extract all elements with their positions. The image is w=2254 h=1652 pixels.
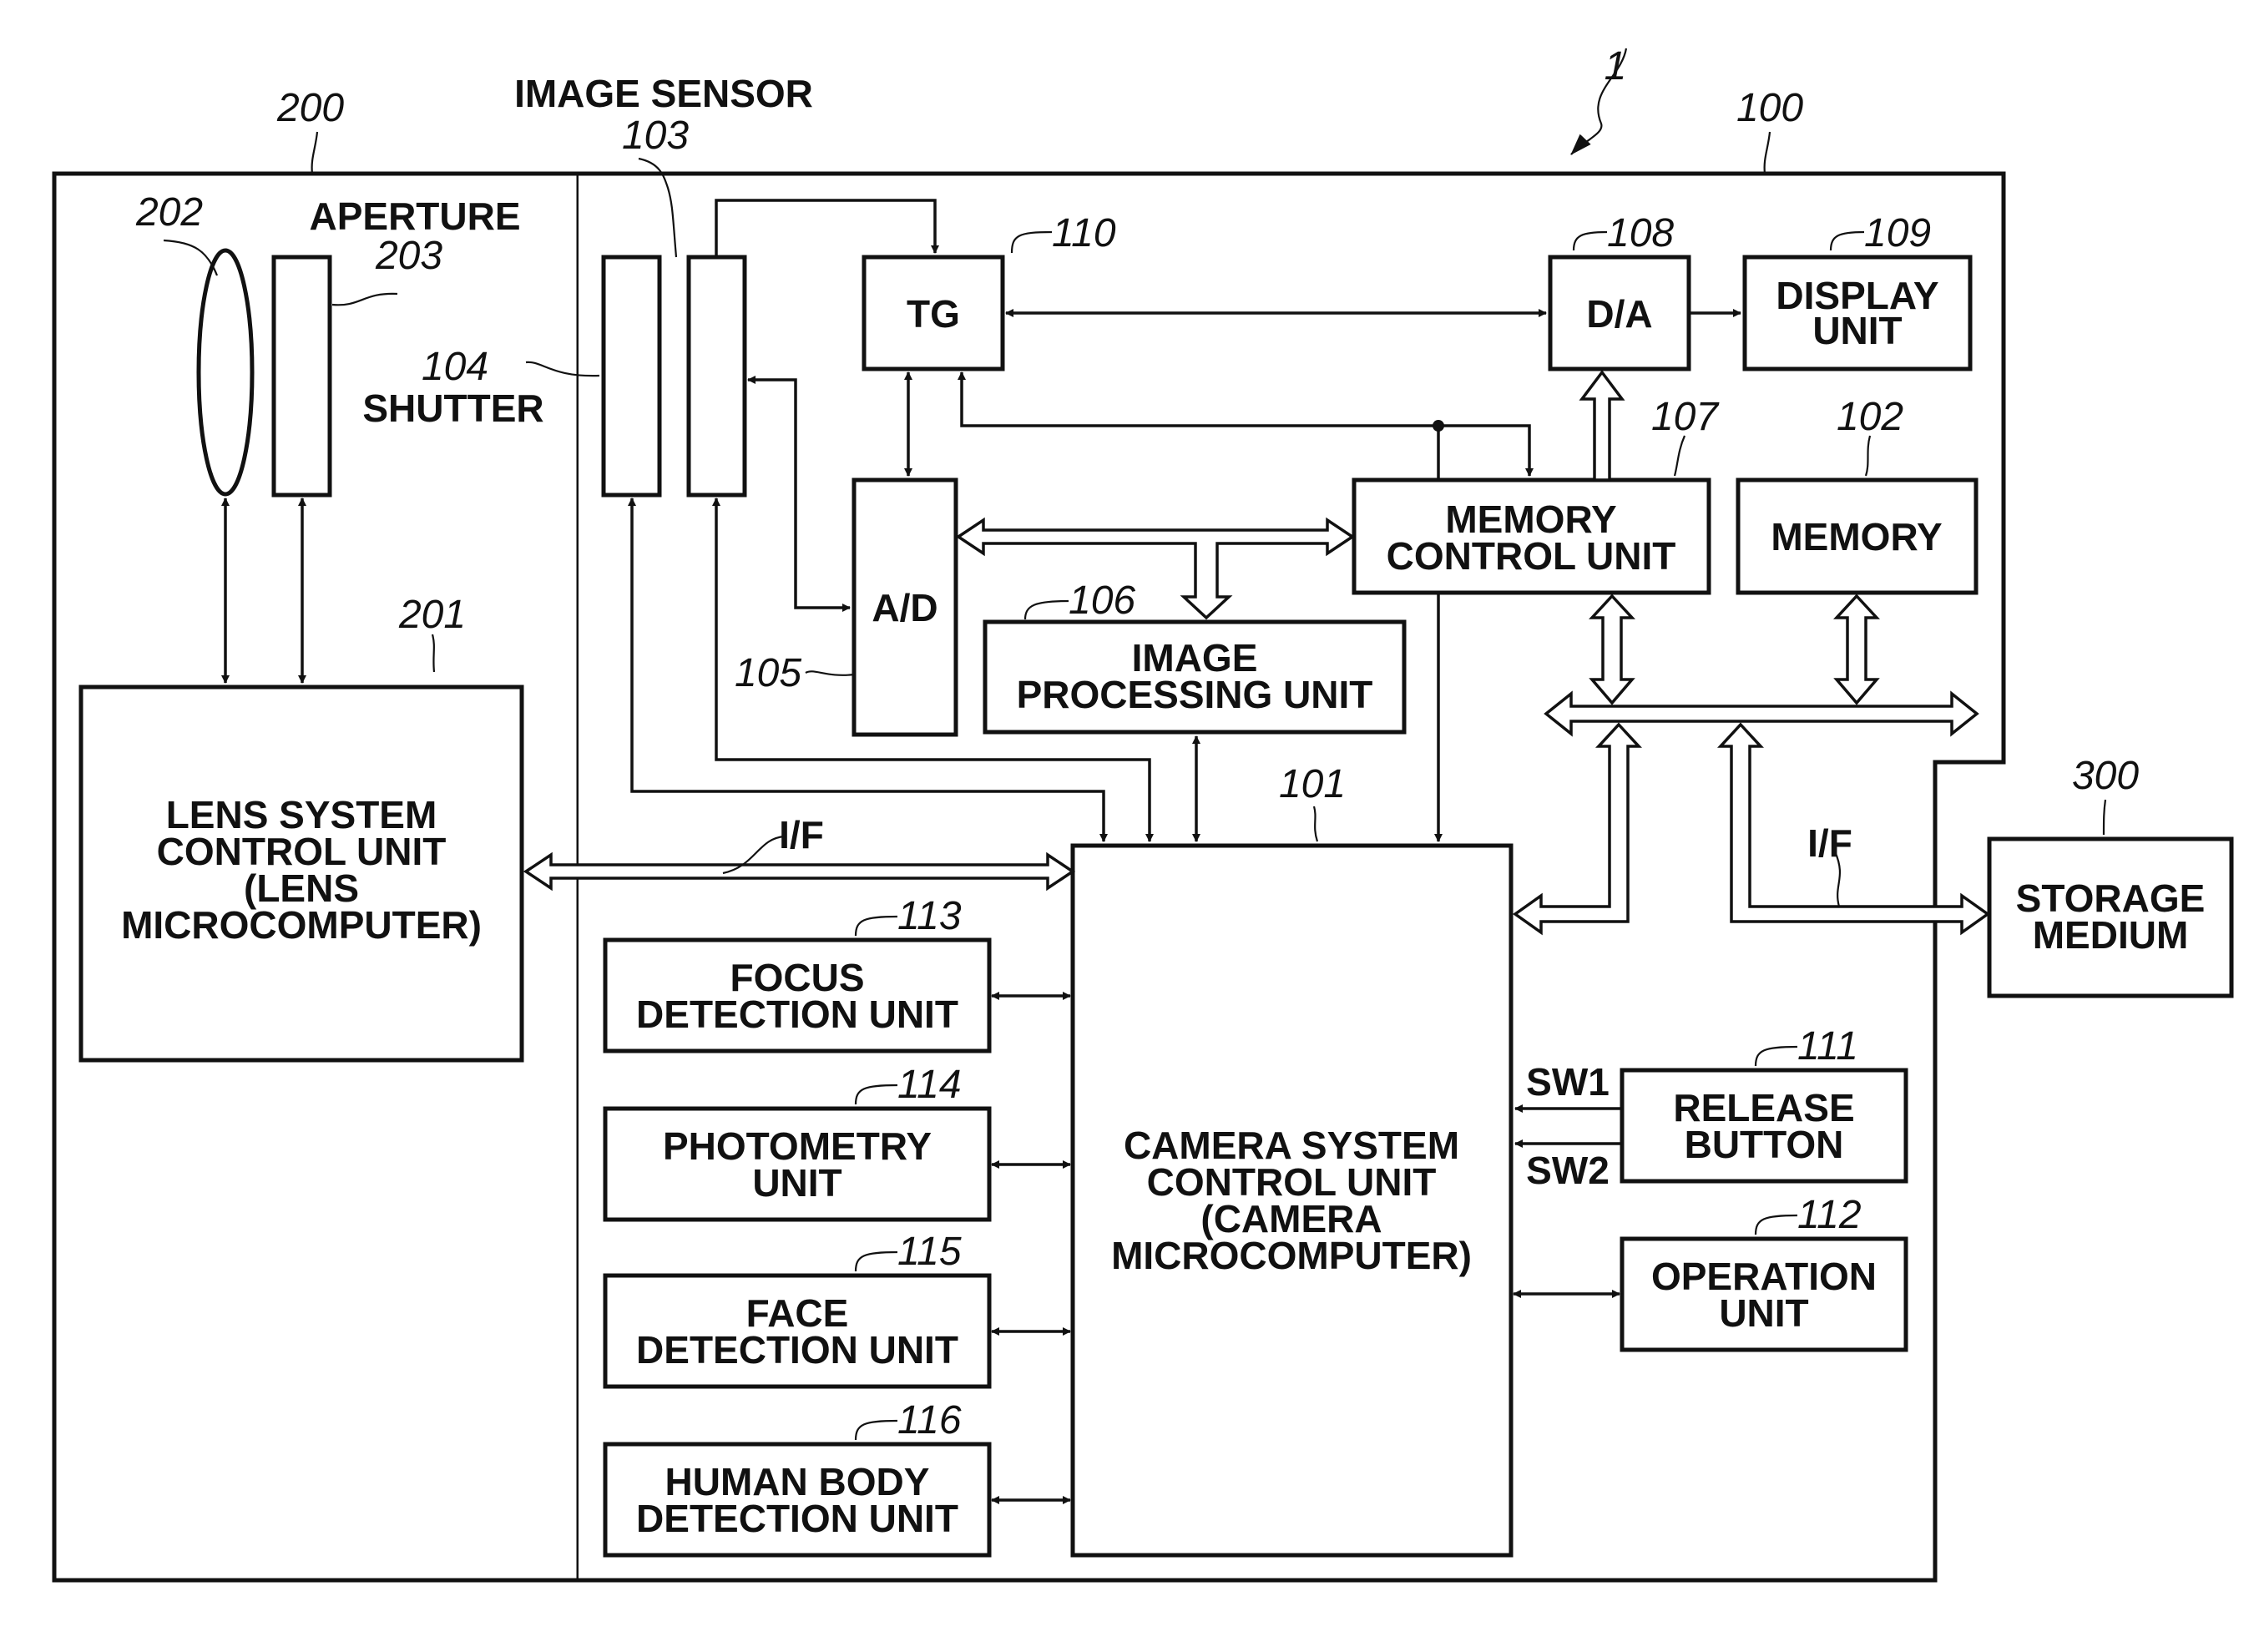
- image-processing-label-line2: PROCESSING UNIT: [1017, 673, 1373, 716]
- ref-face: 115: [897, 1230, 962, 1274]
- ref-memory-control: 107: [1651, 395, 1720, 439]
- sw1-label: SW1: [1526, 1060, 1610, 1104]
- ref-storage: 300: [2072, 754, 2139, 798]
- camera-control-label-line4: MICROCOMPUTER): [1111, 1234, 1472, 1277]
- image-sensor-block: [689, 257, 745, 495]
- ref-image-processing: 106: [1069, 578, 1135, 623]
- sw2-label: SW2: [1526, 1149, 1610, 1192]
- ref-lens: 202: [135, 190, 203, 235]
- da-label: D/A: [1586, 292, 1652, 336]
- ad-label: A/D: [872, 586, 937, 629]
- release-label-line2: BUTTON: [1685, 1123, 1844, 1166]
- memory-control-label-line2: CONTROL UNIT: [1387, 534, 1676, 578]
- aperture-label: APERTURE: [309, 195, 520, 238]
- ref-system: 1: [1605, 44, 1627, 88]
- ref-tg: 110: [1052, 211, 1116, 255]
- shutter-label: SHUTTER: [362, 386, 543, 430]
- ref-camera-control: 101: [1279, 762, 1346, 806]
- ref-aperture: 203: [375, 234, 442, 278]
- lens-control-label-line4: MICROCOMPUTER): [121, 903, 482, 947]
- ref-lens-unit: 200: [276, 86, 344, 130]
- face-label-line2: DETECTION UNIT: [636, 1328, 958, 1372]
- ref-ad: 105: [735, 651, 801, 695]
- display-label-line2: UNIT: [1812, 309, 1902, 352]
- ref-human-body: 116: [897, 1398, 962, 1442]
- ref-image-sensor: 103: [622, 114, 689, 158]
- lens-element: [199, 250, 252, 494]
- if-storage-label: I/F: [1807, 821, 1852, 865]
- ref-display: 109: [1864, 211, 1931, 255]
- memory-label: MEMORY: [1771, 515, 1942, 558]
- ref-release: 111: [1797, 1024, 1858, 1068]
- ref-camera-body: 100: [1736, 86, 1803, 130]
- human-body-label-line2: DETECTION UNIT: [636, 1497, 958, 1540]
- ref-memory: 102: [1837, 395, 1903, 439]
- aperture-block: [274, 257, 330, 495]
- ref-lens-control: 201: [398, 593, 466, 637]
- storage-label-line2: MEDIUM: [2033, 913, 2189, 957]
- ref-photometry: 114: [897, 1063, 962, 1107]
- tg-label: TG: [907, 292, 960, 336]
- ref-operation: 112: [1797, 1193, 1862, 1237]
- image-sensor-label: IMAGE SENSOR: [514, 72, 813, 115]
- ref-da: 108: [1607, 211, 1674, 255]
- focus-label-line2: DETECTION UNIT: [636, 993, 958, 1036]
- ref-shutter: 104: [422, 345, 488, 389]
- shutter-block: [604, 257, 660, 495]
- if-lens-label: I/F: [779, 813, 824, 856]
- operation-label-line2: UNIT: [1719, 1291, 1808, 1335]
- ref-focus: 113: [897, 894, 962, 938]
- photometry-label-line2: UNIT: [752, 1161, 841, 1205]
